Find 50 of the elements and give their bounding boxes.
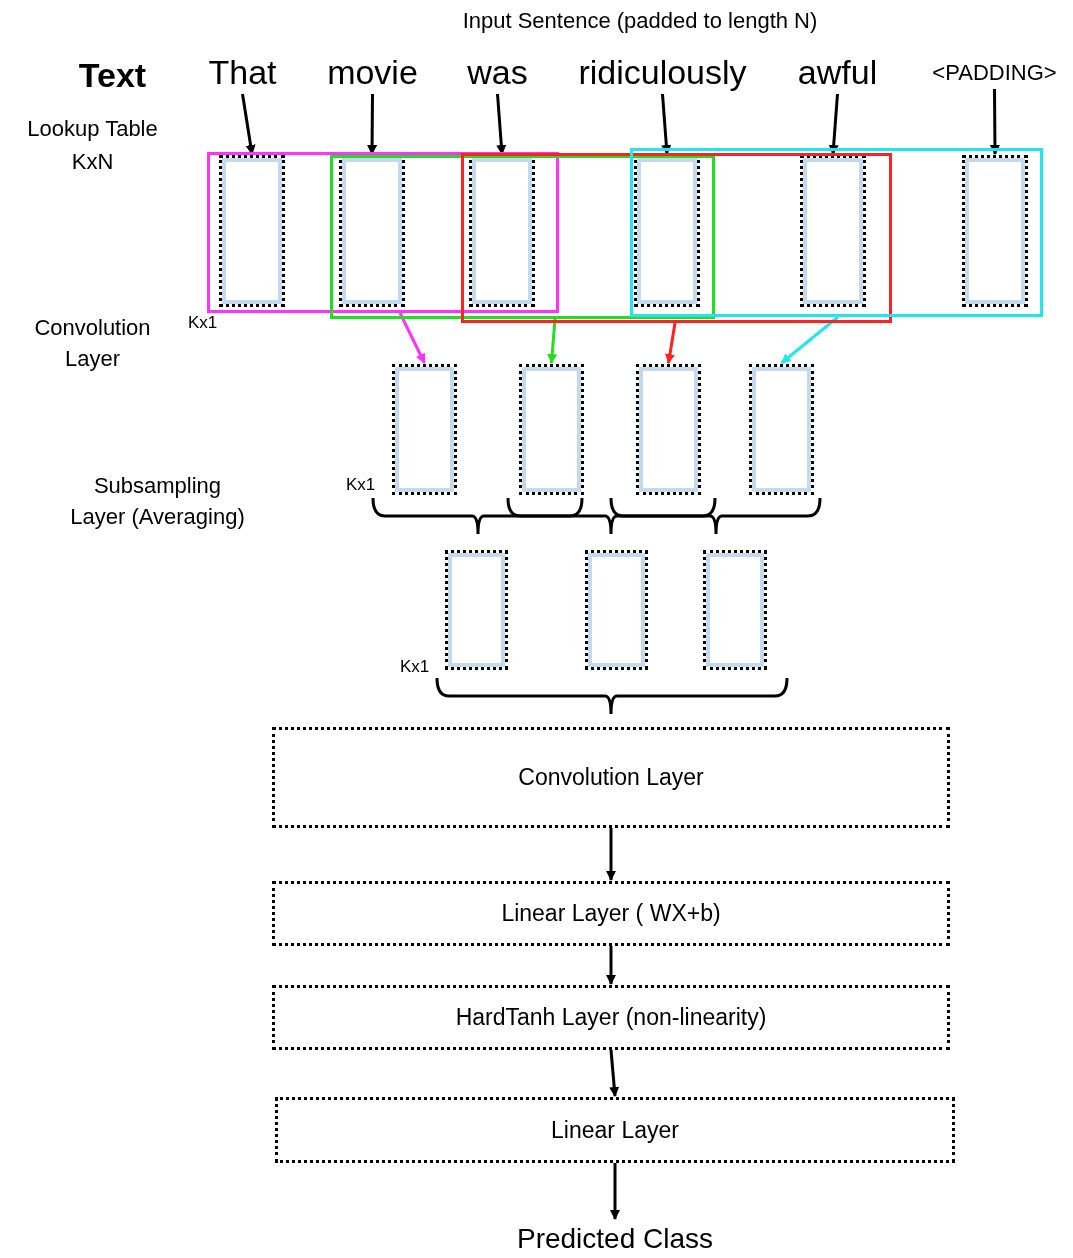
arrow — [606, 946, 616, 985]
text-label: Subsampling Layer (Averaging) — [70, 472, 245, 531]
layer-box: Linear Layer ( WX+b) — [272, 881, 950, 946]
window-frame — [630, 148, 1043, 317]
vector-column — [962, 155, 1028, 307]
text-label: Convolution Layer — [33, 314, 152, 373]
window-frame — [207, 152, 559, 313]
word-label: movie — [310, 50, 435, 94]
vector-column — [469, 155, 535, 307]
vector-column — [219, 155, 285, 307]
arrow — [547, 318, 558, 364]
vector-column — [519, 364, 584, 495]
layer-box: Convolution Layer — [272, 727, 950, 828]
vector-column — [703, 550, 767, 670]
arrow — [606, 828, 616, 881]
vector-column — [585, 550, 648, 670]
vector-column — [636, 364, 701, 495]
text-label: Kx1 — [400, 656, 430, 678]
arrow — [609, 1049, 620, 1097]
vector-column — [800, 155, 866, 307]
arrow — [780, 315, 839, 365]
text-label: Lookup Table KxN — [26, 115, 159, 176]
vector-column — [634, 155, 700, 307]
text-label: Kx1 — [188, 312, 218, 334]
arrow — [661, 93, 672, 155]
vector-column — [339, 155, 405, 307]
word-label: That — [195, 50, 290, 94]
window-frame — [461, 153, 892, 323]
layer-box: Linear Layer — [275, 1097, 955, 1163]
word-label: Predicted Class — [480, 1220, 750, 1258]
arrow — [828, 93, 839, 155]
text-label: Kx1 — [346, 474, 376, 496]
word-label: was — [450, 50, 545, 94]
arrow — [496, 93, 507, 155]
text-label: Input Sentence (padded to length N) — [461, 7, 819, 35]
arrow — [989, 89, 1000, 155]
word-label: <PADDING> — [912, 55, 1073, 89]
arrow — [241, 93, 256, 155]
vector-column — [445, 550, 508, 670]
arrow — [665, 322, 677, 364]
word-label: ridiculously — [560, 50, 765, 94]
window-frame — [330, 155, 715, 319]
arrow — [610, 1163, 620, 1220]
vector-column — [749, 364, 814, 495]
text-label: Text — [77, 55, 148, 96]
layer-box: HardTanh Layer (non-linearity) — [272, 985, 950, 1050]
word-label: awful — [780, 50, 895, 94]
arrow — [398, 312, 426, 364]
vector-column — [392, 364, 457, 495]
arrow — [367, 94, 378, 155]
